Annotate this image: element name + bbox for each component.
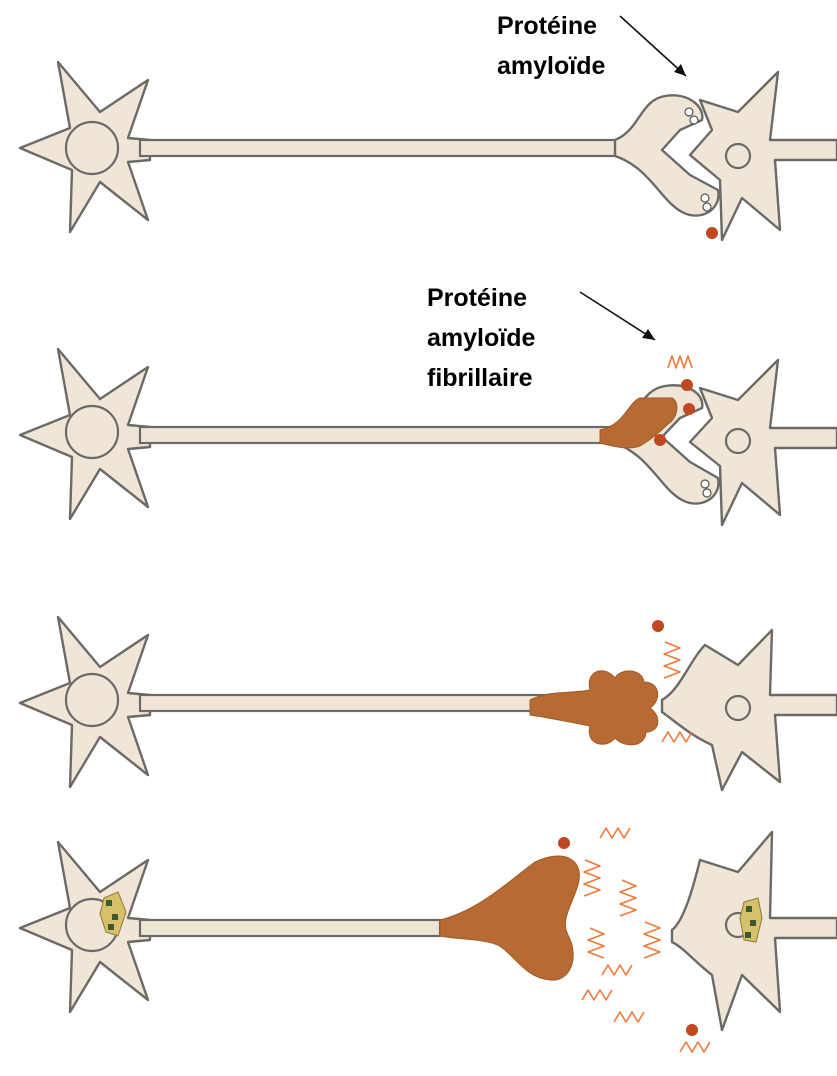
stage-4-left-neuron xyxy=(20,842,150,1012)
stage-3 xyxy=(20,617,837,790)
stage-3-left-neuron xyxy=(20,617,150,787)
stage-2: Protéine amyloïde fibrillaire xyxy=(20,284,837,525)
amyloid-arrow xyxy=(620,16,686,76)
stage-4-fibril xyxy=(680,1042,710,1052)
stage-2-vesicle xyxy=(701,480,709,488)
stage-1-vesicle xyxy=(703,203,711,211)
stage-1-vesicle xyxy=(685,108,693,116)
stage-3-amyloid-aggregate xyxy=(530,671,658,745)
stage-4-fibril xyxy=(582,990,612,1000)
stage-4-axon xyxy=(140,920,440,936)
stage-1-right-neuron xyxy=(690,72,837,240)
fibrillar-arrowhead xyxy=(642,329,655,340)
stage-2-left-neuron xyxy=(20,349,150,519)
stage-4-fibril xyxy=(584,860,600,896)
stage-4-amyloid-dot xyxy=(686,1024,698,1036)
stage-4-amyloid-aggregate xyxy=(440,856,579,980)
stage-4-fibril xyxy=(588,928,604,958)
stage-2-vesicle xyxy=(703,489,711,497)
stage-3-fibril xyxy=(664,642,680,678)
stage-1-vesicle xyxy=(701,194,709,202)
stage-3-fibril xyxy=(662,732,692,742)
fibrillar-label-line1: Protéine xyxy=(427,284,527,312)
stage-2-fibril xyxy=(668,356,692,368)
fibrillar-label-line3: fibrillaire xyxy=(427,364,533,392)
stage-3-axon xyxy=(140,695,560,711)
amyloid-label-line1: Protéine xyxy=(497,12,597,40)
stage-2-amyloid-dot xyxy=(683,403,695,415)
stage-3-amyloid-dot xyxy=(652,620,664,632)
stage-4-tangle-dot xyxy=(745,932,751,938)
stage-2-right-neuron xyxy=(690,360,837,525)
stage-4-fibril xyxy=(614,1012,644,1022)
stage-4-amyloid-dot xyxy=(558,837,570,849)
stage-4-tangle-dot xyxy=(112,914,118,920)
stage-4-tangle-dot xyxy=(108,924,114,930)
stage-4-fibril xyxy=(602,965,632,975)
stage-4-fibril xyxy=(620,880,636,916)
stage-1-axon xyxy=(140,140,620,156)
stage-1-amyloid-dot xyxy=(706,227,718,239)
fibrillar-label-line2: amyloïde xyxy=(427,324,535,352)
stage-1-left-neuron xyxy=(20,62,150,232)
fibrillar-arrow xyxy=(580,292,655,340)
stage-1: Protéine amyloïde xyxy=(20,12,837,240)
stage-2-axon xyxy=(140,427,620,443)
stage-4 xyxy=(20,828,837,1052)
stage-4-fibril xyxy=(600,828,630,838)
stage-4-tangle-dot xyxy=(746,906,752,912)
stage-2-amyloid-dot xyxy=(654,434,666,446)
stage-2-amyloid-dot xyxy=(681,379,693,391)
stage-4-tangle-dot xyxy=(750,920,756,926)
stage-1-vesicle xyxy=(690,116,698,124)
stage-4-fibril xyxy=(644,922,660,958)
amyloid-label-line2: amyloïde xyxy=(497,52,605,80)
stage-4-tangle-dot xyxy=(106,900,112,906)
